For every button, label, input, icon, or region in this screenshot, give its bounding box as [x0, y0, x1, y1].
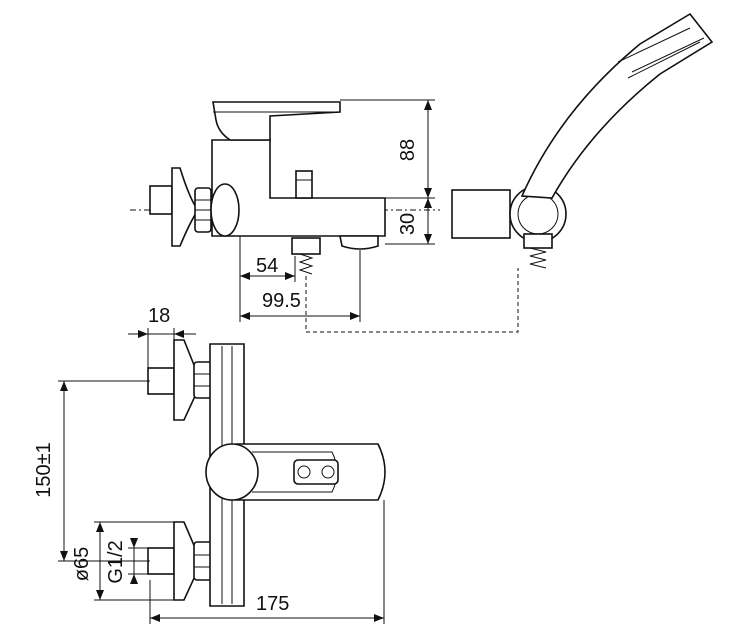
dim-height-lower: 30	[397, 213, 419, 235]
upper-inlet	[147, 367, 175, 395]
hand-shower-assembly	[451, 12, 714, 269]
spout-aerator	[339, 235, 379, 250]
dim-inlet-spacing: 150±1	[33, 442, 55, 497]
mixer-side-view: 88 30 54 99.5	[130, 99, 519, 333]
dim-rosette-diameter: ø65	[71, 547, 93, 581]
dim-thread: G1/2	[105, 540, 127, 583]
lower-inlet	[147, 547, 175, 575]
dim-total-depth: 175	[256, 593, 289, 615]
aerator-top	[293, 459, 339, 485]
dim-inlet-depth: 18	[148, 305, 170, 327]
hand-shower	[520, 12, 714, 199]
shower-hose-nut	[523, 233, 553, 249]
wall-bracket	[451, 189, 511, 239]
mixer-top-view: 18 150±1 ø65 G1/2 175	[33, 305, 386, 624]
dim-spout-inner: 54	[256, 255, 278, 277]
dim-spout-outer: 99.5	[262, 290, 301, 312]
upper-rosette	[173, 339, 197, 421]
rosette	[171, 167, 199, 247]
hose-outlet	[291, 237, 321, 255]
dim-height-upper: 88	[397, 139, 419, 161]
diverter-button	[295, 170, 313, 199]
lever-handle	[212, 101, 341, 141]
inlet-connector	[149, 185, 173, 215]
lower-rosette	[173, 521, 197, 601]
